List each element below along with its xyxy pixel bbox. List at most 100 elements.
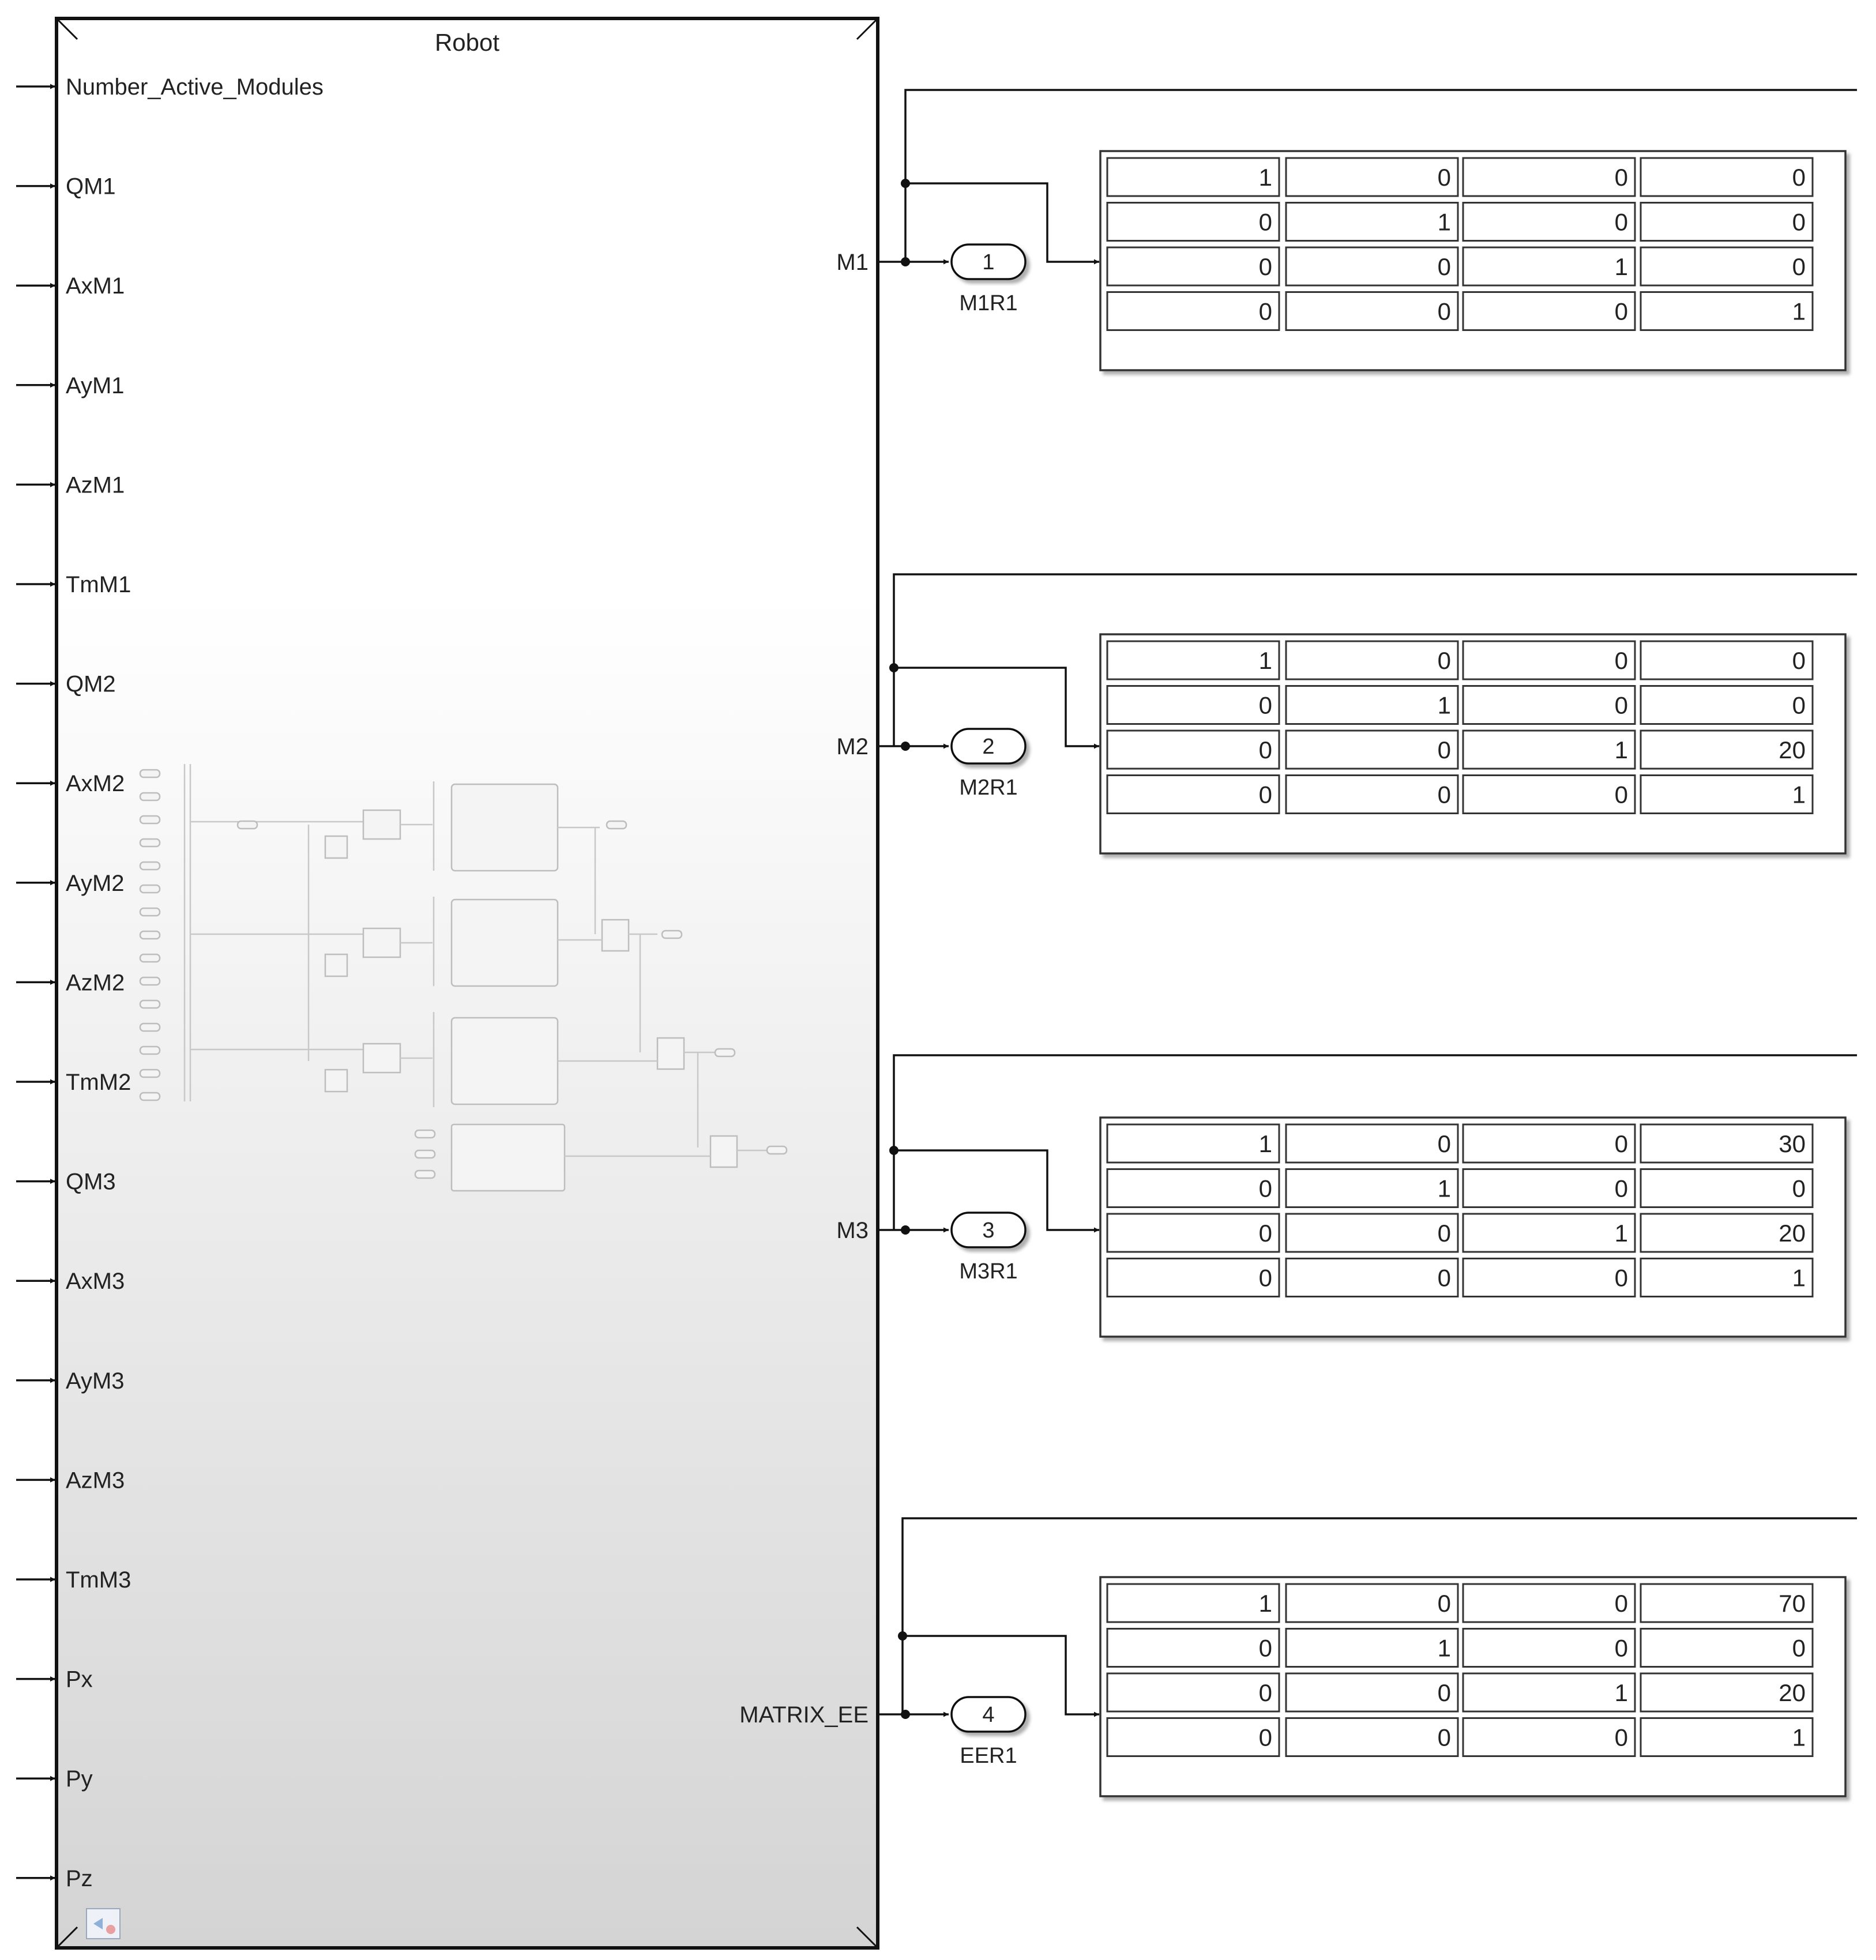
input-port[interactable]: TmM2 — [16, 1070, 131, 1095]
display-cell-value: 0 — [1259, 781, 1272, 808]
outport-number: 2 — [982, 735, 994, 759]
display-signal-line[interactable] — [894, 667, 1099, 749]
display-cell — [1462, 1258, 1636, 1297]
input-port[interactable]: Number_Active_Modules — [16, 74, 324, 100]
display-cell-value: 0 — [1259, 1175, 1272, 1202]
display-cell — [1462, 640, 1636, 680]
display-cell — [1285, 640, 1459, 680]
display-cell — [1640, 1123, 1814, 1164]
input-port[interactable]: AyM3 — [16, 1368, 125, 1394]
input-port[interactable]: AzM2 — [16, 970, 125, 995]
display-cell — [1285, 246, 1459, 287]
display-cell — [1285, 1258, 1459, 1297]
display-signal-line[interactable] — [905, 182, 1099, 265]
display-cell — [1106, 1717, 1280, 1757]
display-cell-value: 0 — [1259, 736, 1272, 763]
display-cell-value: 0 — [1792, 164, 1806, 191]
display-cell — [1285, 774, 1459, 814]
display-cell-value: 0 — [1259, 1220, 1272, 1247]
input-port[interactable]: TmM1 — [16, 572, 131, 597]
display-cell — [1640, 246, 1814, 287]
input-port-label: AyM1 — [66, 373, 125, 398]
input-port-label: AxM1 — [66, 273, 125, 299]
display-cell — [1462, 1168, 1636, 1208]
display-cell-value: 0 — [1792, 647, 1806, 674]
input-port[interactable]: AxM3 — [16, 1269, 125, 1294]
display-cell-value: 0 — [1615, 781, 1628, 808]
junction-dot — [901, 1710, 910, 1719]
display-cell — [1285, 729, 1459, 770]
display-cell — [1640, 1628, 1814, 1668]
input-port[interactable]: QM1 — [16, 174, 116, 200]
display-cell — [1285, 291, 1459, 331]
display-signal-line[interactable] — [903, 1635, 1099, 1717]
input-port[interactable]: Py — [16, 1766, 93, 1792]
input-port-label: Number_Active_Modules — [66, 74, 324, 100]
display-cell-value: 0 — [1615, 209, 1628, 236]
outport-number: 3 — [982, 1218, 994, 1243]
display-cell — [1106, 640, 1280, 680]
display-cell — [1106, 1213, 1280, 1253]
display-cell — [1640, 291, 1814, 331]
input-port-label: AyM2 — [66, 871, 125, 896]
display-cell-value: 0 — [1438, 1590, 1451, 1617]
display-cell-value: 0 — [1259, 1679, 1272, 1706]
display-cell-value: 1 — [1438, 692, 1451, 719]
display-cell — [1106, 1672, 1280, 1713]
input-port[interactable]: AzM3 — [16, 1468, 125, 1493]
display-cell-value: 0 — [1792, 692, 1806, 719]
junction-dot — [901, 1225, 910, 1235]
display-cell-value: 0 — [1615, 1175, 1628, 1202]
output-port-label: MATRIX_EE — [739, 1702, 869, 1728]
display-signal-line[interactable] — [894, 1149, 1099, 1233]
display-cell-value: 0 — [1259, 1265, 1272, 1292]
feedback-signal-line[interactable] — [893, 1054, 1857, 1230]
input-port[interactable]: AyM2 — [16, 871, 125, 896]
display-cell-value: 1 — [1438, 1635, 1451, 1662]
display-cell-value: 0 — [1615, 692, 1628, 719]
input-port[interactable]: QM2 — [16, 672, 116, 697]
display-cell — [1285, 1628, 1459, 1668]
display-cell-value: 1 — [1438, 209, 1451, 236]
input-port-label: Px — [66, 1667, 93, 1692]
input-port[interactable]: Pz — [16, 1866, 93, 1891]
feedback-signal-line[interactable] — [893, 573, 1857, 746]
display-cell — [1106, 1123, 1280, 1164]
display-cell — [1285, 1672, 1459, 1713]
display-cell — [1106, 202, 1280, 242]
input-port[interactable]: AyM1 — [16, 373, 125, 398]
display-cell — [1640, 202, 1814, 242]
input-port-label: AyM3 — [66, 1368, 125, 1394]
display-cell — [1640, 1213, 1814, 1253]
display-cell — [1462, 1583, 1636, 1623]
output-port-label: M2 — [836, 734, 869, 759]
display-cell-value: 1 — [1792, 1724, 1806, 1751]
display-cell-value: 1 — [1259, 1590, 1272, 1617]
input-port[interactable]: AxM2 — [16, 771, 125, 796]
feedback-signal-line[interactable] — [901, 1517, 1857, 1714]
feedback-signal-line[interactable] — [904, 89, 1857, 262]
subsystem-title: Robot — [435, 29, 499, 56]
display-cell — [1462, 774, 1636, 814]
display-cell — [1106, 1168, 1280, 1208]
input-port[interactable]: AzM1 — [16, 472, 125, 498]
input-port[interactable]: AxM1 — [16, 273, 125, 299]
display-cell — [1106, 246, 1280, 287]
input-port[interactable]: Px — [16, 1667, 93, 1692]
output-port-label: M3 — [836, 1218, 869, 1243]
input-port[interactable]: TmM3 — [16, 1567, 131, 1593]
input-port[interactable]: QM3 — [16, 1169, 116, 1195]
display-cell — [1106, 157, 1280, 197]
display-cell — [1640, 729, 1814, 770]
display-cell-value: 1 — [1792, 298, 1806, 325]
